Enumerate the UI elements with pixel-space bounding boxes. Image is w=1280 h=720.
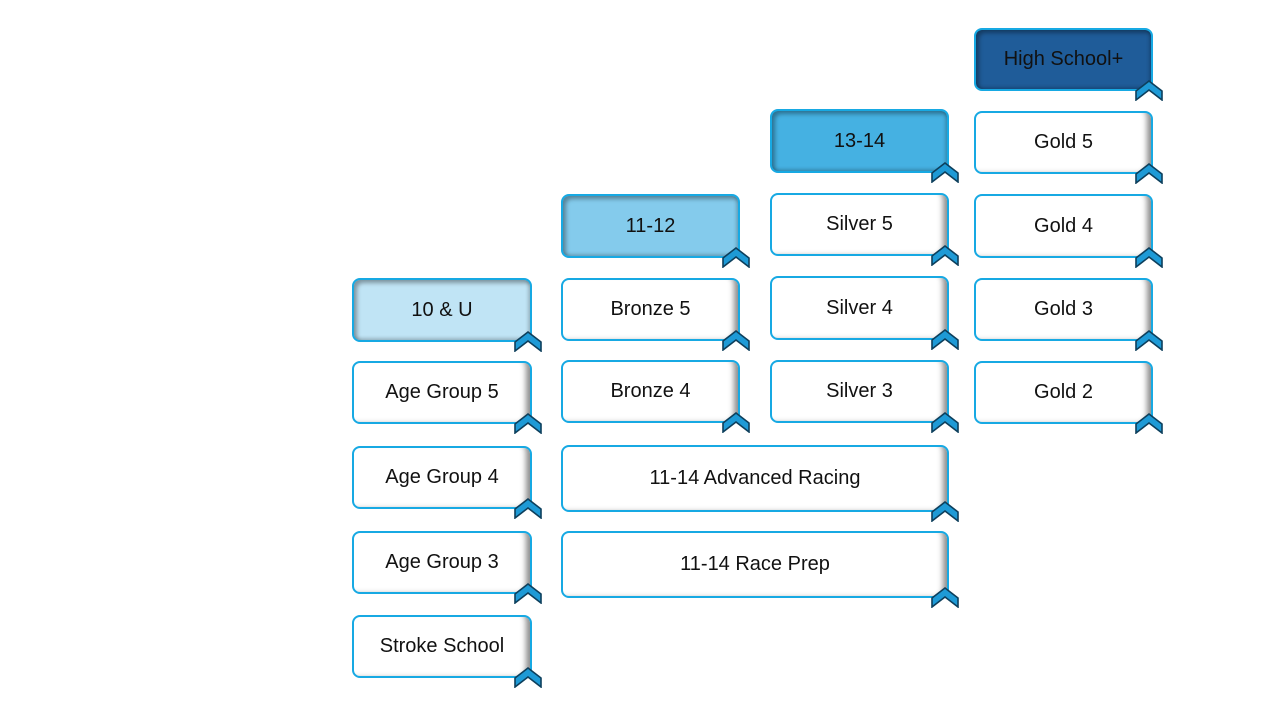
level-label: Age Group 3 (385, 551, 499, 573)
chevron-up-icon (722, 329, 750, 351)
chevron-up-icon (514, 412, 542, 434)
chevron-up-icon (931, 411, 959, 433)
header-11-12: 11-12 (561, 194, 750, 268)
level-box: Silver 4 (770, 276, 959, 350)
level-label: 11-14 Race Prep (680, 553, 830, 575)
chevron-up-icon (931, 328, 959, 350)
level-box: Gold 2 (974, 361, 1163, 434)
level-label: Silver 4 (826, 296, 893, 319)
chevron-up-icon (931, 244, 959, 266)
level-label: 11-12 (625, 214, 676, 237)
chevron-up-icon (514, 666, 542, 688)
chevron-up-icon (931, 500, 959, 522)
level-label: Stroke School (379, 635, 505, 657)
level-box: Stroke School (352, 615, 542, 688)
chevron-up-icon (514, 582, 542, 604)
level-box: Silver 3 (770, 360, 959, 433)
level-box: Bronze 4 (561, 360, 750, 433)
level-label: Gold 3 (1034, 298, 1093, 320)
chevron-up-icon (1135, 246, 1163, 268)
header-10-and-under: 10 & U (352, 278, 542, 352)
level-label: High School+ (1003, 48, 1124, 70)
level-label: Gold 5 (1034, 131, 1093, 153)
level-box: 11-14 Advanced Racing (561, 445, 959, 522)
chevron-up-icon (931, 586, 959, 608)
level-box: Age Group 5 (352, 361, 542, 434)
level-label: Gold 2 (1034, 381, 1093, 403)
level-box: Silver 5 (770, 193, 959, 266)
chevron-up-icon (722, 246, 750, 268)
level-box: 11-14 Race Prep (561, 531, 959, 608)
chevron-up-icon (514, 330, 542, 352)
level-box: Gold 3 (974, 278, 1163, 351)
level-box: Gold 4 (974, 194, 1163, 268)
level-label: 10 & U (411, 298, 473, 321)
level-label: Silver 5 (826, 213, 893, 235)
level-box: Age Group 4 (352, 446, 542, 519)
level-label: 11-14 Advanced Racing (649, 467, 861, 489)
level-box: Age Group 3 (352, 531, 542, 604)
chevron-up-icon (514, 497, 542, 519)
level-label: Silver 3 (826, 380, 893, 402)
chevron-up-icon (722, 411, 750, 433)
level-box: Gold 5 (974, 111, 1163, 184)
level-label: Gold 4 (1034, 214, 1093, 237)
chevron-up-icon (1135, 79, 1163, 101)
chevron-up-icon (1135, 329, 1163, 351)
chevron-up-icon (931, 161, 959, 183)
chevron-up-icon (1135, 412, 1163, 434)
chevron-up-icon (1135, 162, 1163, 184)
header-high-school: High School+ (974, 28, 1163, 101)
level-label: Bronze 5 (610, 298, 691, 320)
level-label: Age Group 4 (385, 466, 499, 488)
level-label: Age Group 5 (385, 381, 499, 403)
header-13-14: 13-14 (770, 109, 959, 183)
level-label: 13-14 (833, 129, 886, 152)
level-box: Bronze 5 (561, 278, 750, 351)
level-label: Bronze 4 (610, 380, 691, 402)
